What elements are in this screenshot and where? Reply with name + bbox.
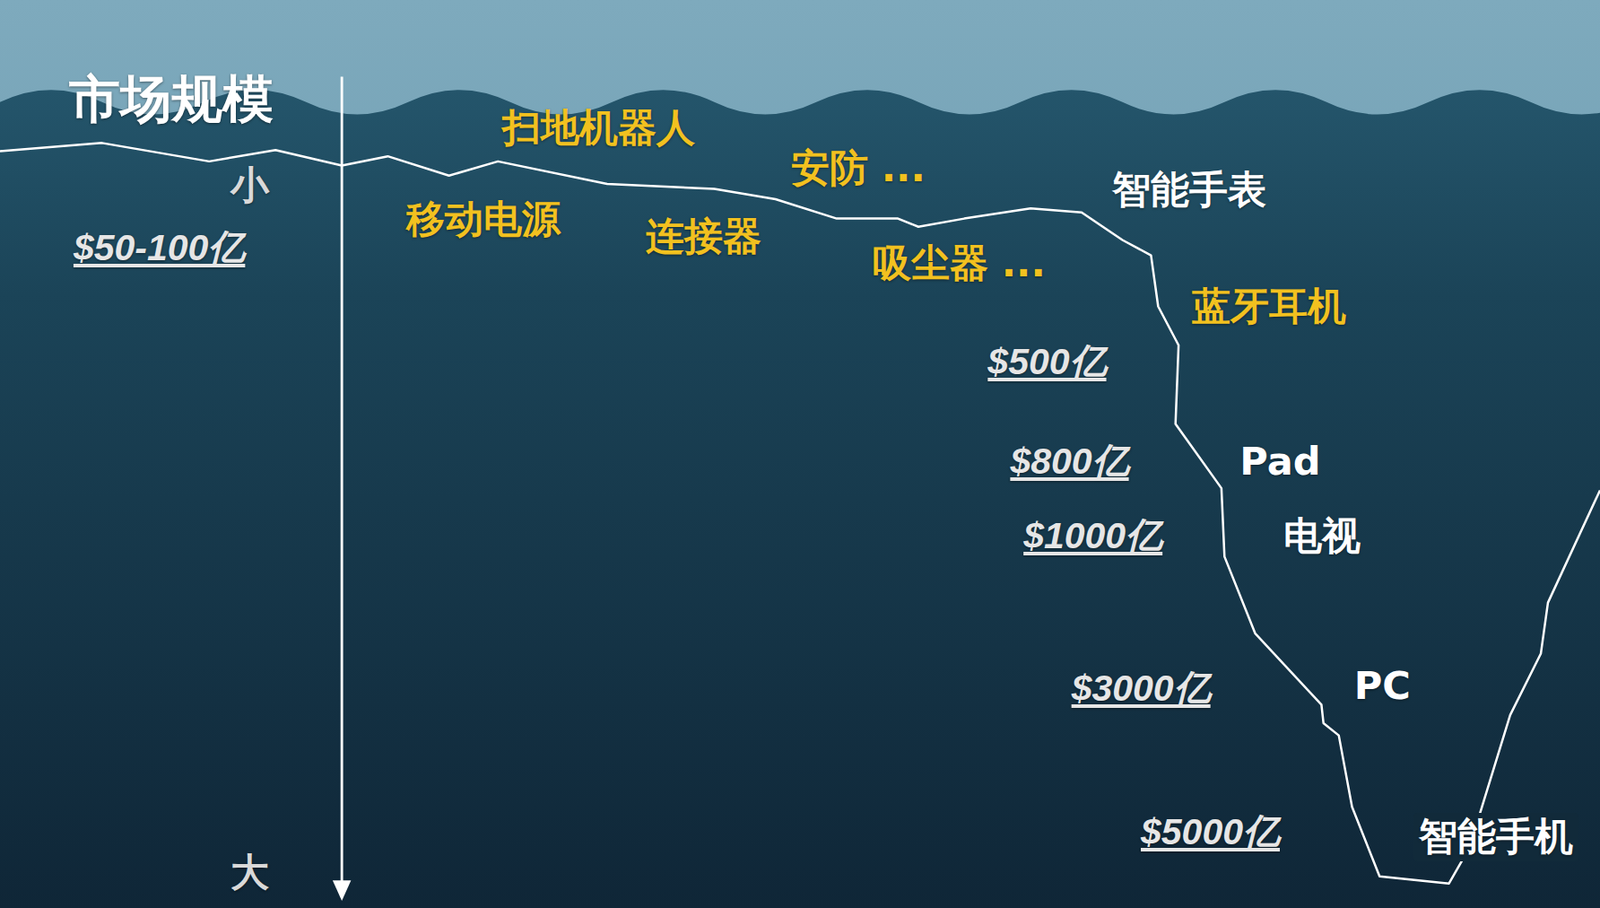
market-size: $50-100亿: [73, 226, 245, 270]
niche-category: 移动电源: [406, 197, 561, 242]
niche-category: 扫地机器人: [502, 105, 696, 150]
axis-end: 小: [230, 163, 270, 208]
major-category: Pad: [1239, 439, 1321, 484]
scale-axis: [340, 76, 344, 884]
major-category: 电视: [1283, 513, 1361, 558]
major-category: 智能手机: [1413, 812, 1579, 861]
market-size: $5000亿: [1140, 810, 1280, 853]
niche-category: 吸尘器 ...: [872, 241, 1046, 286]
niche-category: 蓝牙耳机: [1191, 284, 1347, 329]
water-body: [0, 89, 1600, 908]
market-size: $1000亿: [1023, 514, 1163, 557]
axis-arrowhead: [332, 879, 351, 901]
axis-title: 市场规模: [69, 69, 274, 130]
niche-category: 安防 ...: [791, 146, 926, 191]
market-size: $800亿: [1009, 440, 1129, 483]
seabed-line: [0, 142, 1600, 883]
market-size: $3000亿: [1071, 667, 1211, 710]
major-category: 智能手表: [1112, 167, 1267, 212]
axis-end: 大: [230, 850, 270, 895]
major-category: PC: [1354, 663, 1411, 708]
niche-category: 连接器: [645, 214, 762, 259]
market-size: $500亿: [987, 340, 1106, 383]
